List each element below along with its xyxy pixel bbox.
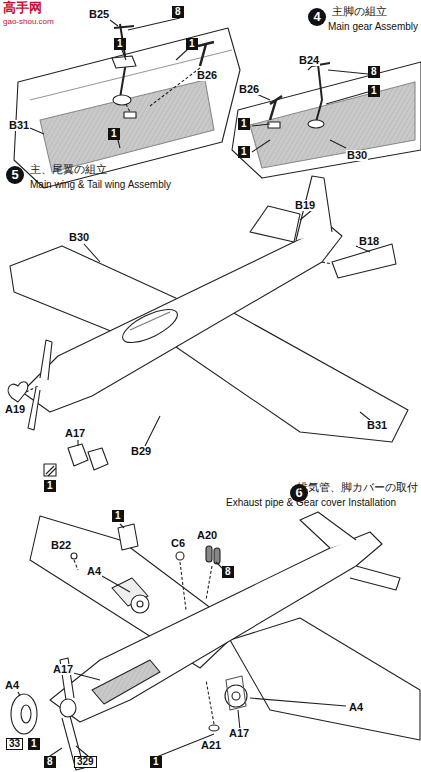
part-number: C6	[170, 538, 186, 549]
callout-number: 1	[28, 738, 40, 750]
step-heading: Main wing & Tail wing Assembly	[30, 180, 171, 190]
part-number: B26	[238, 84, 260, 95]
step-number: 5	[6, 166, 24, 184]
step-heading: Main gear Assembly	[328, 22, 418, 32]
callout-number: 8	[368, 66, 380, 78]
paint-number: 329	[74, 756, 97, 768]
part-number: A17	[52, 664, 74, 675]
part-number: B30	[346, 150, 368, 161]
callout-number: 8	[172, 6, 184, 18]
part-number: A4	[86, 566, 102, 577]
part-number: B31	[8, 120, 30, 131]
part-number: B25	[88, 9, 110, 20]
part-number: A17	[64, 428, 86, 439]
callout-number: 1	[108, 128, 120, 140]
step-heading: 主、尾翼の組立	[30, 164, 107, 175]
watermark: gao-shou.com	[3, 18, 54, 26]
callout-number: 8	[44, 756, 56, 768]
paint-number: 33	[6, 738, 23, 750]
step-number: 4	[308, 8, 326, 26]
callout-number: 1	[238, 146, 250, 158]
callout-number: 1	[368, 85, 380, 97]
callout-number: 1	[44, 480, 56, 492]
part-number: B18	[358, 236, 380, 247]
part-number: B29	[130, 446, 152, 457]
callout-number: 1	[112, 510, 124, 522]
callout-number: 1	[114, 38, 126, 50]
part-number: A21	[200, 740, 222, 751]
watermark: 高手网	[3, 1, 42, 14]
step-heading: 主脚の組立	[332, 6, 387, 17]
part-number: B19	[294, 200, 316, 211]
part-number: A20	[196, 530, 218, 541]
part-number: B24	[298, 55, 320, 66]
part-number: B30	[68, 232, 90, 243]
step-heading: Exhaust pipe & Gear cover Installation	[226, 498, 396, 508]
callout-number: 1	[150, 756, 162, 768]
part-number: A17	[228, 728, 250, 739]
part-number: A19	[4, 404, 26, 415]
part-number: A4	[4, 680, 20, 691]
part-number: B31	[366, 420, 388, 431]
part-number: B22	[50, 540, 72, 551]
part-number: A4	[348, 702, 364, 713]
part-number: B26	[196, 70, 218, 81]
callout-number: 1	[238, 118, 250, 130]
callout-number: 1	[186, 38, 198, 50]
step-heading: 排気管、脚カバーの取付	[297, 482, 418, 493]
callout-number: 8	[222, 566, 234, 578]
